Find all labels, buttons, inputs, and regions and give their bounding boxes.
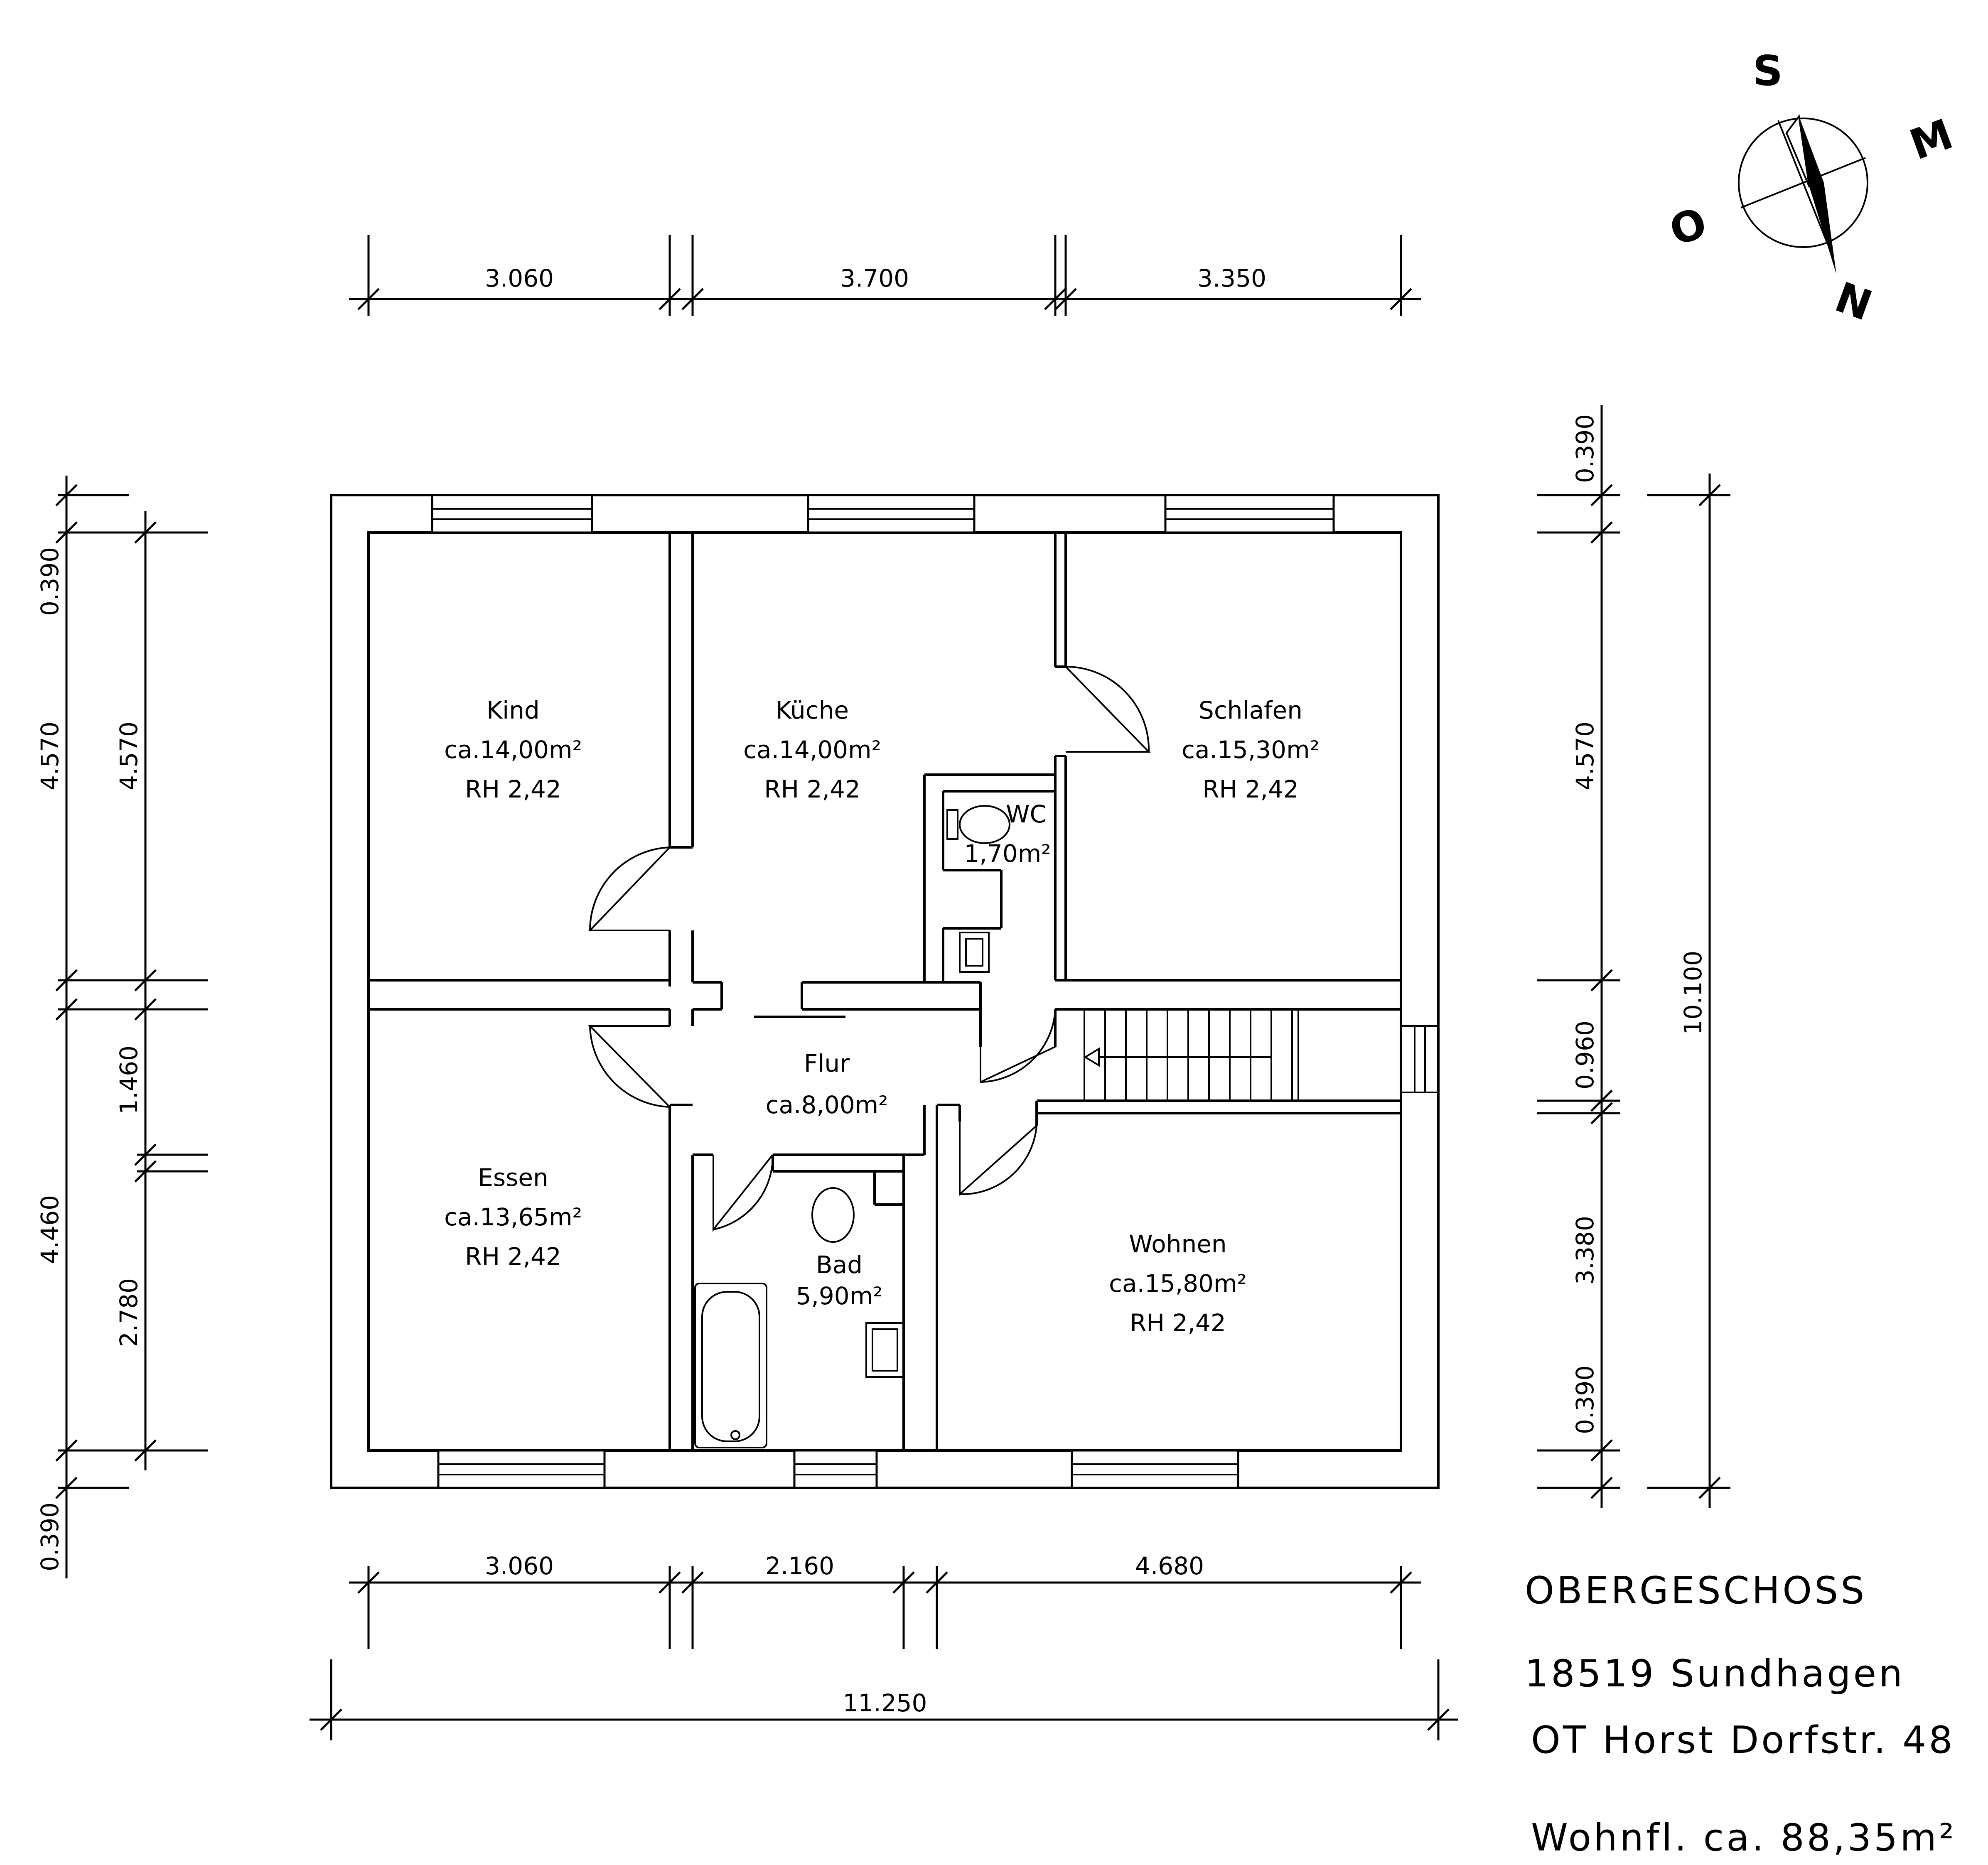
room-bad-name: Bad bbox=[816, 1251, 863, 1279]
fixtures bbox=[694, 805, 1010, 1448]
dim-bottom-2: 2.160 bbox=[765, 1552, 834, 1580]
room-essen-rh: RH 2,42 bbox=[465, 1242, 561, 1271]
room-wohnen-area: ca.15,80m² bbox=[1109, 1269, 1247, 1298]
dim-right-inner-3: 0.960 bbox=[1571, 1021, 1599, 1090]
compass-label-o: O bbox=[1664, 198, 1713, 255]
room-kind-area: ca.14,00m² bbox=[444, 736, 582, 764]
dim-left-outer-3: 4.460 bbox=[36, 1195, 64, 1264]
dim-left-inner-1: 4.570 bbox=[115, 721, 143, 790]
room-essen-area: ca.13,65m² bbox=[444, 1203, 582, 1231]
compass-rose: S M O N bbox=[1664, 47, 1959, 330]
room-kind-rh: RH 2,42 bbox=[465, 775, 561, 803]
room-wohnen-name: Wohnen bbox=[1129, 1230, 1226, 1258]
dim-left-outer-4: 0.390 bbox=[36, 1502, 64, 1571]
compass-label-s: S bbox=[1753, 47, 1783, 95]
walls bbox=[330, 494, 1440, 1489]
dim-bottom-1: 3.060 bbox=[485, 1552, 554, 1580]
dim-right-inner-1: 0.390 bbox=[1571, 414, 1599, 483]
living-area: Wohnfl. ca. 88,35m² bbox=[1531, 1816, 1956, 1860]
room-schlafen-name: Schlafen bbox=[1199, 696, 1302, 724]
room-essen-name: Essen bbox=[478, 1163, 548, 1192]
room-kueche-rh: RH 2,42 bbox=[764, 775, 860, 803]
compass-label-m: M bbox=[1904, 110, 1959, 169]
room-kind-name: Kind bbox=[487, 696, 540, 724]
room-flur-name: Flur bbox=[804, 1049, 850, 1077]
dim-left-outer-2: 4.570 bbox=[36, 721, 64, 790]
dim-top-3: 3.350 bbox=[1197, 264, 1266, 292]
dim-right-inner-5: 0.390 bbox=[1571, 1365, 1599, 1434]
room-bad-area: 5,90m² bbox=[796, 1282, 883, 1310]
dim-right-inner-4: 3.380 bbox=[1571, 1216, 1599, 1285]
room-wc-area: 1,70m² bbox=[964, 839, 1051, 868]
dim-right-inner-2: 4.570 bbox=[1571, 721, 1599, 790]
room-schlafen-area: ca.15,30m² bbox=[1182, 736, 1320, 764]
dim-top-2: 3.700 bbox=[840, 264, 909, 292]
room-wohnen-rh: RH 2,42 bbox=[1130, 1309, 1226, 1337]
room-kueche-area: ca.14,00m² bbox=[743, 736, 881, 764]
room-schlafen-rh: RH 2,42 bbox=[1202, 775, 1299, 803]
room-labels: Kind ca.14,00m² RH 2,42 Küche ca.14,00m²… bbox=[444, 696, 1320, 1337]
room-kueche-name: Küche bbox=[776, 696, 849, 724]
info-block: OBERGESCHOSS 18519 Sundhagen OT Horst Do… bbox=[1525, 1569, 1956, 1860]
address-line: OT Horst Dorfstr. 48 bbox=[1531, 1718, 1955, 1762]
dim-total-width: 11.250 bbox=[843, 1689, 927, 1717]
staircase bbox=[1084, 1009, 1299, 1101]
dim-left-inner-2: 1.460 bbox=[115, 1045, 143, 1114]
floor-title: OBERGESCHOSS bbox=[1525, 1569, 1867, 1612]
windows bbox=[431, 494, 1335, 1489]
dimension-lines bbox=[55, 235, 1730, 1740]
dim-left-outer-1: 0.390 bbox=[36, 547, 64, 616]
compass-label-n: N bbox=[1829, 272, 1878, 330]
room-flur-area: ca.8,00m² bbox=[766, 1091, 888, 1119]
room-wc-name: WC bbox=[1006, 800, 1047, 828]
city-line: 18519 Sundhagen bbox=[1525, 1652, 1905, 1696]
dimension-labels: 3.060 3.700 3.350 3.060 2.160 4.680 11.2… bbox=[36, 264, 1707, 1717]
dim-left-inner-3: 2.780 bbox=[115, 1278, 143, 1347]
dim-right-total: 10.100 bbox=[1679, 951, 1707, 1035]
doors bbox=[588, 666, 1151, 1232]
dim-top-1: 3.060 bbox=[485, 264, 554, 292]
dim-bottom-3: 4.680 bbox=[1135, 1552, 1204, 1580]
